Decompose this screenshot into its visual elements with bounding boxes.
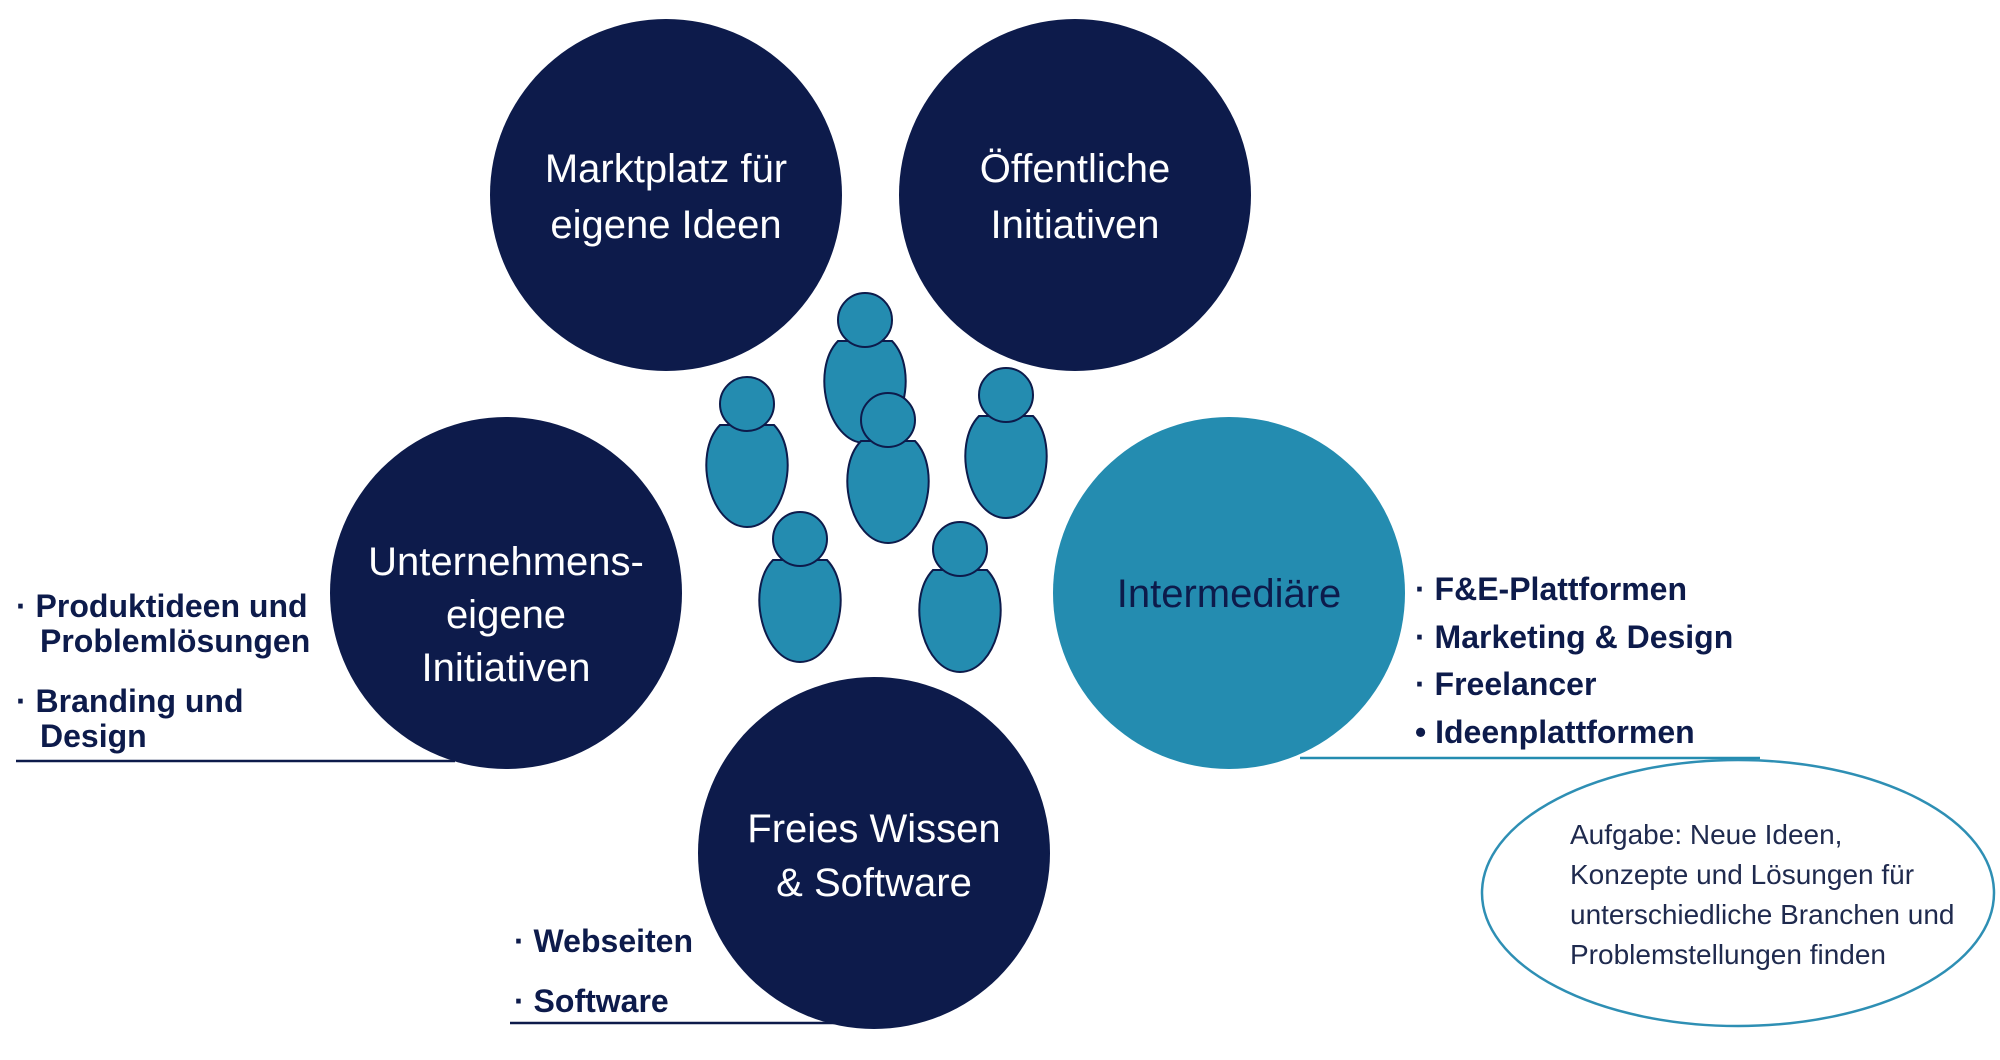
unternehmen-item-2-line2: Design	[40, 718, 147, 754]
circle-unternehmen-line2: eigene	[446, 593, 566, 637]
person-figure-icon	[846, 392, 930, 545]
circle-freies: Freies Wissen & Software	[698, 677, 1050, 1029]
freies-item-2: · Software	[514, 983, 669, 1019]
circle-intermediaere: Intermediäre	[1053, 417, 1405, 769]
circle-unternehmen-line1: Unternehmens-	[368, 540, 644, 584]
circle-oeffentliche-line1: Öffentliche	[980, 147, 1171, 191]
circle-oeffentliche: Öffentliche Initiativen	[899, 19, 1251, 371]
person-figure-icon	[964, 367, 1048, 520]
task-note-line1: Aufgabe: Neue Ideen,	[1570, 819, 1842, 850]
unternehmen-item-1-line1: · Produktideen und	[16, 588, 308, 624]
intermediaere-list: · F&E-Plattformen · Marketing & Design ·…	[1415, 571, 1733, 750]
circle-unternehmen: Unternehmens- eigene Initiativen	[330, 417, 682, 769]
circle-intermediaere-line1: Intermediäre	[1117, 572, 1342, 616]
circle-freies-line1: Freies Wissen	[747, 807, 1000, 851]
unternehmen-item-1-line2: Problemlösungen	[40, 623, 310, 659]
task-note-line4: Problemstellungen finden	[1570, 939, 1886, 970]
intermediaere-item-3: · Freelancer	[1415, 666, 1596, 702]
task-note-line2: Konzepte und Lösungen für	[1570, 859, 1914, 890]
intermediaere-item-1: · F&E-Plattformen	[1415, 571, 1687, 607]
unternehmen-list: · Produktideen und Problemlösungen · Bra…	[16, 588, 310, 754]
circle-marktplatz: Marktplatz für eigene Ideen	[490, 19, 842, 371]
people-group	[705, 292, 1048, 674]
circle-freies-line2: & Software	[776, 861, 972, 905]
intermediaere-item-2: · Marketing & Design	[1415, 619, 1733, 655]
circle-marktplatz-line2: eigene Ideen	[550, 203, 781, 247]
circle-oeffentliche-line2: Initiativen	[991, 203, 1160, 247]
circle-marktplatz-line1: Marktplatz für	[545, 147, 787, 191]
intermediaere-item-4: • Ideenplattformen	[1415, 714, 1695, 750]
task-note: Aufgabe: Neue Ideen, Konzepte und Lösung…	[1480, 758, 1996, 1028]
person-figure-icon	[758, 511, 842, 664]
task-note-line3: unterschiedliche Branchen und	[1570, 899, 1954, 930]
circle-unternehmen-line3: Initiativen	[422, 646, 591, 690]
person-figure-icon	[705, 376, 789, 529]
freies-list: · Webseiten · Software	[514, 923, 693, 1019]
person-figure-icon	[918, 521, 1002, 674]
freies-item-1: · Webseiten	[514, 923, 693, 959]
unternehmen-item-2-line1: · Branding und	[16, 683, 244, 719]
